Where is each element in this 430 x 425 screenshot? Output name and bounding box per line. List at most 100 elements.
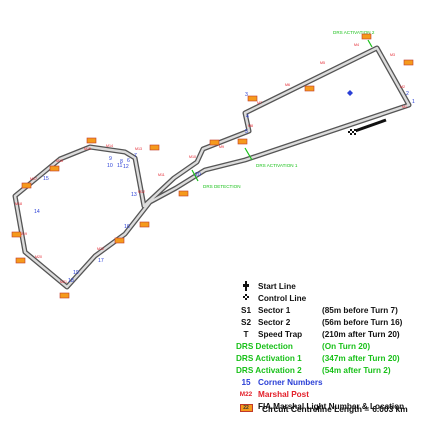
drs-activation2-legend-detail: (54m after Turn 2) xyxy=(322,366,391,375)
corner-number-10: 10 xyxy=(107,163,113,169)
corner-number-2: 2 xyxy=(406,91,409,97)
marshal-post-M1: M1 xyxy=(402,105,407,109)
marshal-light-box xyxy=(59,292,70,299)
marshal-light-box xyxy=(209,139,220,146)
marshal-light-box xyxy=(15,257,26,264)
marshal-post-M11: M11 xyxy=(158,173,165,177)
marshal-post-M5: M5 xyxy=(320,61,325,65)
marshal-post-M22: M22 xyxy=(97,247,104,251)
marshal-light-box xyxy=(139,221,150,228)
marshal-light-box xyxy=(49,165,60,172)
marshal-light-box xyxy=(247,95,258,102)
marshal-light-box xyxy=(304,85,315,92)
marshal-post-M8: M8 xyxy=(248,124,253,128)
drs-detection-line xyxy=(191,169,199,182)
drs-detection-label: DRS DETECTION xyxy=(203,184,241,189)
s1-label: Sector 1 xyxy=(258,306,291,315)
marshal-light-box xyxy=(86,137,97,144)
corner-number-13: 13 xyxy=(131,192,137,198)
marshal-post-M15: M15 xyxy=(84,147,91,151)
drs-activation1-legend-detail: (347m after Turn 20) xyxy=(322,354,400,363)
control-line-icon xyxy=(236,293,256,304)
corner-number-14: 14 xyxy=(34,209,40,215)
marshal-post-M13: M13 xyxy=(135,147,142,151)
marshal-post-M20: M20 xyxy=(35,255,42,259)
marshal-post-label: Marshal Post xyxy=(258,390,309,399)
marshal-post-M6: M6 xyxy=(285,83,290,87)
drs-activation2-label: DRS ACTIVATION 2 xyxy=(333,30,375,35)
control-line-label: Control Line xyxy=(258,294,307,303)
corner-number-17: 17 xyxy=(98,258,104,264)
drs-detection-legend-detail: (On Turn 20) xyxy=(322,342,371,351)
marshal-post-M14: M14 xyxy=(106,144,113,148)
t-symbol: T xyxy=(243,330,249,339)
marshal-light-box xyxy=(361,33,372,40)
s2-symbol: S2 xyxy=(240,318,251,327)
drs-detection-legend-label: DRS Detection xyxy=(236,342,293,351)
marshal-light-box xyxy=(237,138,248,145)
marshal-post-M9: M9 xyxy=(219,145,224,149)
drs-activation2-line xyxy=(367,39,373,48)
marshal-post-M10: M10 xyxy=(189,155,196,159)
marshal-light-box xyxy=(178,190,189,197)
corner-number-4: 4 xyxy=(246,114,249,120)
marshal-post-M19: M19 xyxy=(20,232,27,236)
marshal-post-M17: M17 xyxy=(30,177,37,181)
marshal-light-box xyxy=(114,237,125,244)
marshal-post-M7: M7 xyxy=(257,101,262,105)
marshal-post-M3: M3 xyxy=(390,53,395,57)
track xyxy=(12,45,412,290)
circuit-length-value: 6.003 km xyxy=(372,404,408,414)
drs-zones xyxy=(191,39,373,182)
speed-trap-label: Speed Trap xyxy=(258,330,303,339)
corner-numbers-label: Corner Numbers xyxy=(258,378,323,387)
marshal-light-box xyxy=(21,182,32,189)
drs-activation1-legend-label: DRS Activation 1 xyxy=(236,354,302,363)
start-line-icon xyxy=(236,281,256,294)
corner-number-6: 6 xyxy=(127,158,130,164)
marshal-post-M4: M4 xyxy=(354,43,359,47)
marshal-post-M18: M18 xyxy=(15,202,22,206)
marshal-post-M21: M21 xyxy=(60,280,67,284)
start-flag-icon xyxy=(348,129,356,135)
corner-number-7: 7 xyxy=(134,153,137,159)
marshal-symbol: M22 xyxy=(239,391,253,398)
track-surface xyxy=(13,46,411,289)
marshal-light-icon: 22 xyxy=(236,401,256,412)
corner-number-5: 5 xyxy=(245,129,248,135)
marshal-post-M2: M2 xyxy=(400,85,405,89)
pit-lane xyxy=(354,118,387,133)
corner-number-3: 3 xyxy=(245,92,248,98)
corner-number-15: 15 xyxy=(43,176,49,182)
start-line-label: Start Line xyxy=(258,282,296,291)
marshal-light-box xyxy=(403,59,414,66)
marshal-light-label: FIA Marshal Light Number & Location xyxy=(258,402,405,411)
corner-symbol: 15 xyxy=(241,378,251,387)
drs-activation1-line xyxy=(244,147,253,161)
drs-activation1-label: DRS ACTIVATION 1 xyxy=(256,163,298,168)
marshal-lights xyxy=(11,33,414,299)
marshal-light-box xyxy=(11,231,22,238)
speed-trap-detail: (210m after Turn 20) xyxy=(322,330,400,339)
s2-detail: (56m before Turn 16) xyxy=(322,318,403,327)
marshal-post-M12: M12 xyxy=(138,190,145,194)
marshal-light-box xyxy=(149,144,160,151)
circuit-length: Circuit Centreline Length =6.003 km xyxy=(262,404,411,414)
corner-number-9: 9 xyxy=(109,156,112,162)
s1-detail: (85m before Turn 7) xyxy=(322,306,398,315)
corner-number-20: 20 xyxy=(195,172,201,178)
corner-number-16: 16 xyxy=(124,224,130,230)
s1-symbol: S1 xyxy=(240,306,251,315)
s2-label: Sector 2 xyxy=(258,318,291,327)
control-point-icon xyxy=(347,90,353,96)
drs-labels: DRS DETECTION DRS ACTIVATION 1 DRS ACTIV… xyxy=(203,30,375,189)
corner-number-18: 18 xyxy=(68,278,74,284)
corner-number-12: 12 xyxy=(123,164,129,170)
marshal-post-M16: M16 xyxy=(56,159,63,163)
corner-number-11: 11 xyxy=(117,163,122,169)
corner-number-1: 1 xyxy=(412,99,415,105)
corner-number-8: 8 xyxy=(120,159,123,165)
